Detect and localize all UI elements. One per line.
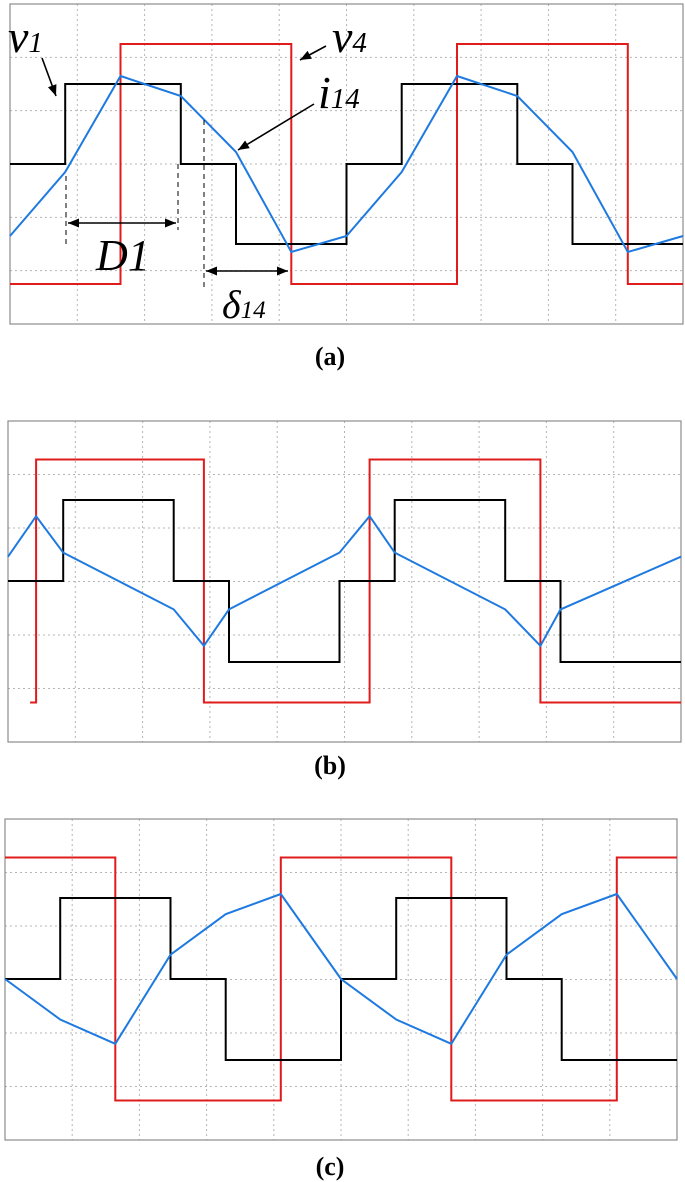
- arrow-v1-head: [47, 84, 57, 96]
- panel-caption: (a): [315, 342, 345, 371]
- series-line-v1: [10, 83, 683, 245]
- label-v1: v1: [8, 11, 43, 62]
- series-line-v4: [5, 856, 677, 1102]
- arrow-d1-right-head: [165, 218, 176, 228]
- series-line-v1: [5, 897, 677, 1061]
- chart-panel-2: (b): [7, 420, 682, 780]
- chart-panel-3: (c): [4, 818, 678, 1181]
- series-line-i14: [7, 514, 682, 648]
- grid: [10, 4, 683, 324]
- series-line-v4: [10, 43, 683, 285]
- series-line-i14: [4, 892, 678, 1046]
- panel-caption: (c): [316, 1152, 345, 1181]
- series-line-i14: [9, 74, 684, 254]
- arrow-d1-left-head: [68, 218, 79, 228]
- label-delta14: δ14: [222, 282, 266, 327]
- label-d1: D1: [95, 231, 150, 280]
- label-i14: i14: [318, 67, 360, 118]
- series-line-v1: [8, 499, 681, 663]
- arrow-delta-left-head: [206, 266, 217, 276]
- arrow-i14-head: [238, 140, 250, 150]
- panel-caption: (b): [314, 751, 346, 780]
- arrow-i14: [237, 103, 315, 151]
- label-v4: v4: [332, 11, 367, 62]
- arrow-v4-head: [300, 50, 312, 60]
- arrow-delta-right-head: [277, 266, 288, 276]
